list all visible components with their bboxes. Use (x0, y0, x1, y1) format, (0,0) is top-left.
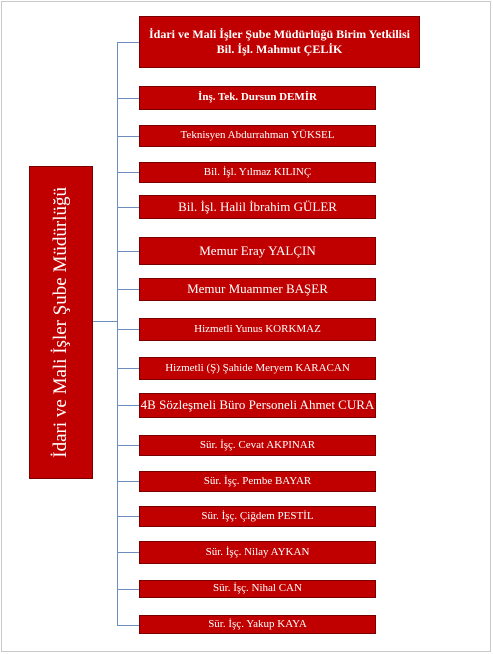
staff-box: İnş. Tek. Dursun DEMİR (139, 86, 376, 110)
staff-label: Memur Muammer BAŞER (187, 281, 328, 297)
staff-label: Sür. İşç. Cevat AKPINAR (199, 438, 316, 451)
staff-label: İnş. Tek. Dursun DEMİR (198, 91, 317, 104)
branch-6 (117, 289, 139, 290)
branch-9 (117, 405, 139, 406)
staff-box: 4B Sözleşmeli Büro Personeli Ahmet CURA (139, 393, 376, 418)
trunk-line (117, 42, 118, 625)
branch-7 (117, 329, 139, 330)
staff-box: Sür. İşç. Pembe BAYAR (139, 471, 376, 492)
staff-label: Teknisyen Abdurrahman YÜKSEL (180, 129, 335, 142)
staff-box: Memur Muammer BAŞER (139, 278, 376, 301)
staff-box: Bil. İşl. Yılmaz KILINÇ (139, 162, 376, 183)
staff-label: Sür. İşç. Çiğdem PESTİL (201, 509, 314, 522)
staff-label: Sür. İşç. Nihal CAN (213, 582, 302, 595)
staff-box: Hizmetli Yunus KORKMAZ (139, 318, 376, 341)
staff-box: Bil. İşl. Halil İbrahim GÜLER (139, 195, 376, 219)
branch-14 (117, 589, 139, 590)
staff-box: Sür. İşç. Nihal CAN (139, 580, 376, 598)
staff-box: Sür. İşç. Yakup KAYA (139, 615, 376, 634)
staff-label: Sür. İşç. Yakup KAYA (208, 617, 307, 630)
department-title: İdari ve Mali İşler Şube Müdürlüğü (50, 187, 72, 458)
staff-label: Sür. İşç. Pembe BAYAR (203, 474, 312, 487)
staff-box: Sür. İşç. Çiğdem PESTİL (139, 506, 376, 527)
staff-label: 4B Sözleşmeli Büro Personeli Ahmet CURA (140, 397, 375, 413)
head-title: İdari ve Mali İşler Şube Müdürlüğü Birim… (148, 27, 411, 41)
branch-13 (117, 552, 139, 553)
branch-8 (117, 368, 139, 369)
branch-12 (117, 516, 139, 517)
staff-box: Sür. İşç. Cevat AKPINAR (139, 435, 376, 456)
staff-label: Memur Eray YALÇIN (199, 242, 316, 258)
branch-1 (117, 98, 139, 99)
staff-box: Teknisyen Abdurrahman YÜKSEL (139, 125, 376, 147)
branch-10 (117, 445, 139, 446)
branch-2 (117, 136, 139, 137)
staff-label: Bil. İşl. Yılmaz KILINÇ (203, 165, 312, 178)
staff-label: Bil. İşl. Halil İbrahim GÜLER (178, 198, 337, 214)
branch-4 (117, 207, 139, 208)
department-box: İdari ve Mali İşler Şube Müdürlüğü (29, 166, 93, 479)
branch-15 (117, 625, 139, 626)
staff-label: Hizmetli Yunus KORKMAZ (194, 322, 321, 335)
staff-box: Memur Eray YALÇIN (139, 237, 376, 265)
branch-head (117, 42, 139, 43)
head-box: İdari ve Mali İşler Şube Müdürlüğü Birim… (139, 16, 420, 68)
staff-label: Sür. İşç. Nilay AYKAN (205, 545, 310, 558)
root-connector (93, 321, 118, 322)
staff-box: Hizmetli (Ş) Şahide Meryem KARACAN (139, 357, 376, 380)
staff-label: Hizmetli (Ş) Şahide Meryem KARACAN (165, 361, 350, 374)
branch-3 (117, 172, 139, 173)
staff-box: Sür. İşç. Nilay AYKAN (139, 541, 376, 564)
branch-11 (117, 481, 139, 482)
head-name: Bil. İşl. Mahmut ÇELİK (216, 42, 343, 56)
branch-5 (117, 251, 139, 252)
